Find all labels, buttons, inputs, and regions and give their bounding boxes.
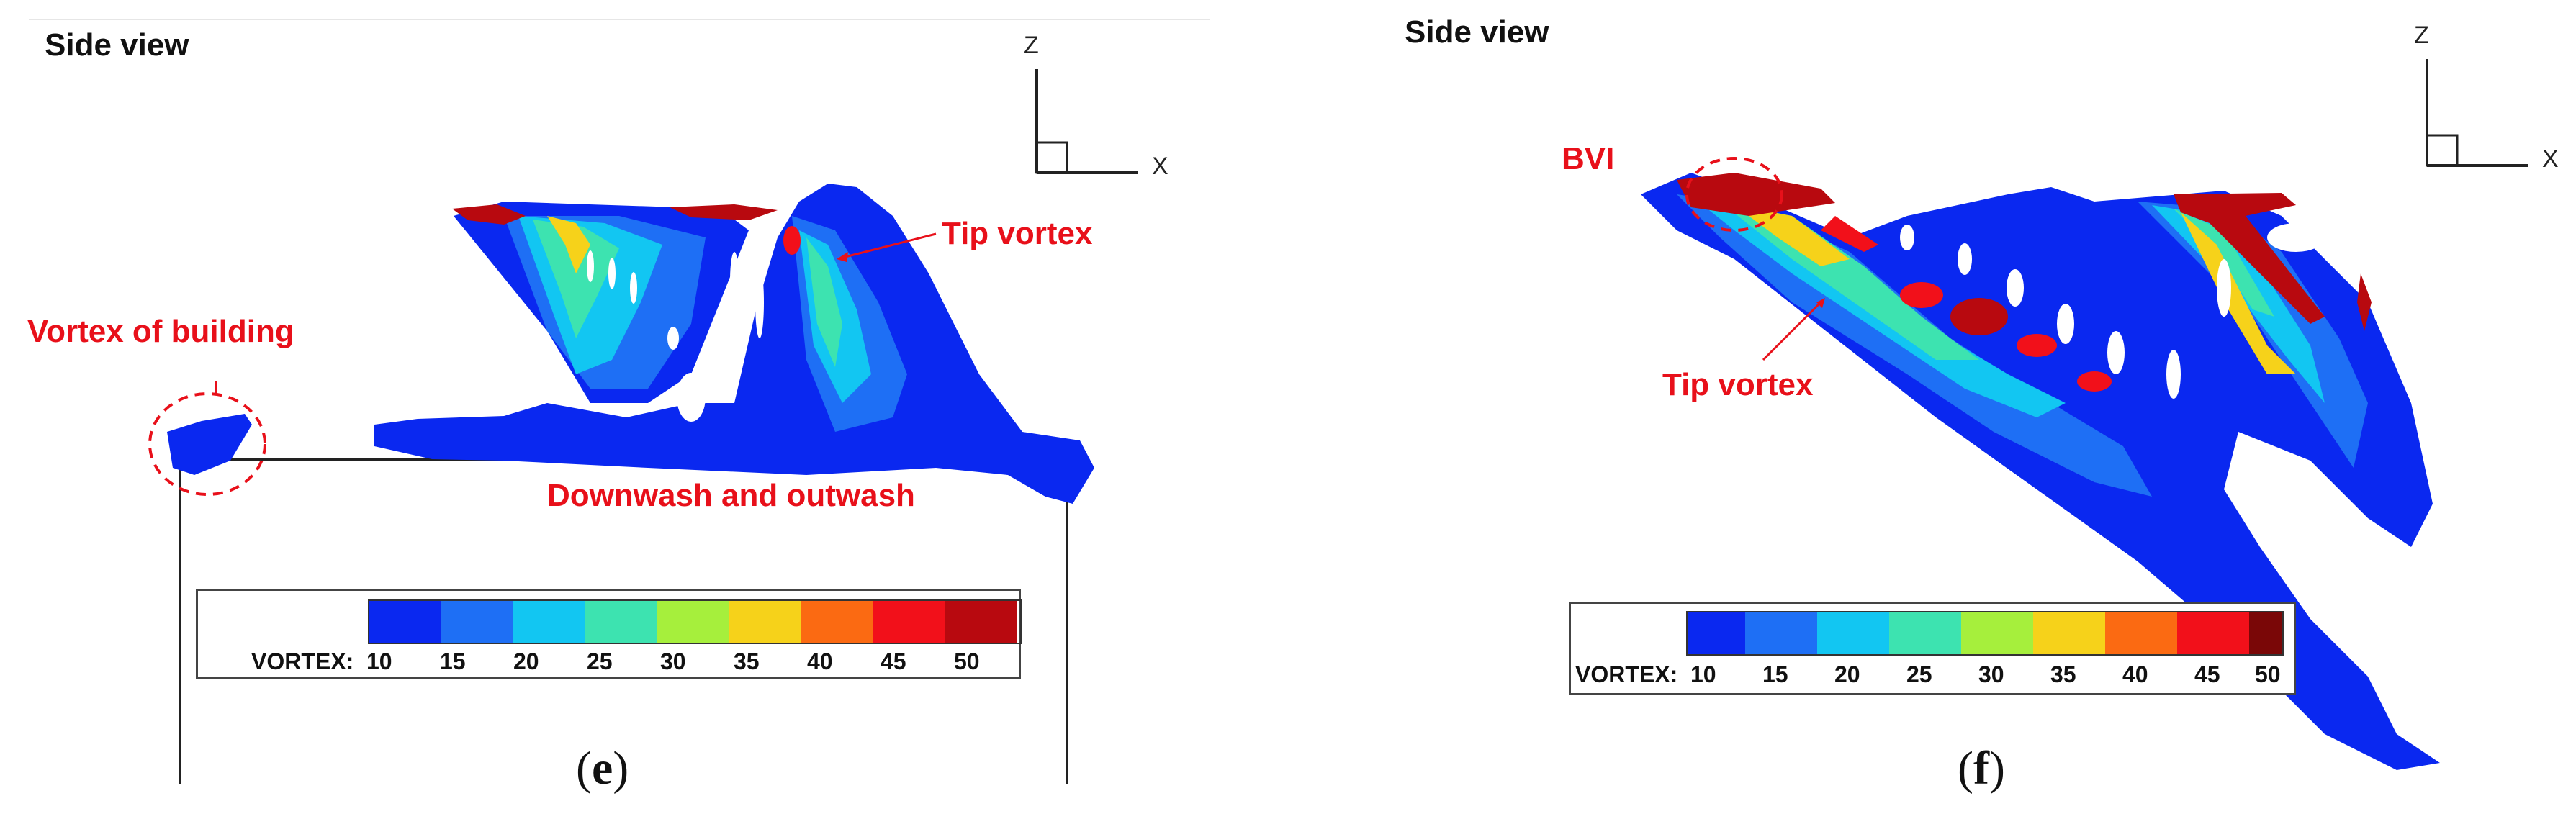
tick: 20 [513,648,539,674]
tick: 50 [2255,661,2281,687]
axis-triad [1035,69,1138,174]
tick: 45 [881,648,906,674]
colorbar-legend: VORTEX: 10 15 20 25 30 35 40 45 50 [196,589,1022,679]
caption-f: (f) [1958,742,2005,795]
tick: 35 [734,648,760,674]
colorbar-label: VORTEX: [251,648,354,674]
caption-e: (e) [576,742,629,795]
axis-x-label: X [1152,153,1168,180]
panel-e: Side view [27,19,1210,795]
panel-title: Side view [45,27,189,63]
axis-z-label: Z [2414,22,2429,49]
panel-f: Side view [1288,0,2576,819]
wake-outer [374,184,1094,504]
annotation-bvi: BVI [1562,141,1615,176]
tip-vortex-arrow [1762,301,1822,361]
panel-title: Side view [1405,14,1549,50]
tick: 15 [440,648,466,674]
top-rule [29,19,1210,20]
vortex-field-e [148,69,1138,784]
colorbar-label: VORTEX: [1575,661,1678,687]
tick: 50 [954,648,980,674]
building-vortex-highlight [148,392,266,496]
tick: 40 [2122,661,2148,687]
annotation-vortex-of-building: Vortex of building [27,314,294,349]
axis-x-label: X [2542,145,2559,173]
bvi-highlight [1685,157,1783,232]
axis-z-label: Z [1024,32,1039,59]
tick: 30 [1978,661,2004,687]
tick: 10 [366,648,392,674]
colorbar-legend: VORTEX: 10 15 20 25 30 35 40 45 50 [1569,602,2296,695]
axis-triad [2426,59,2528,167]
vortex-field-f [1641,59,2528,770]
tick: 20 [1834,661,1860,687]
tick: 25 [1906,661,1932,687]
tick: 30 [660,648,686,674]
tip-vortex-arrow [842,232,937,259]
building-vortex-blob [167,414,252,475]
colorbar [368,599,1022,644]
tick: 40 [807,648,833,674]
tick: 25 [587,648,613,674]
tick: 35 [2050,661,2076,687]
annotation-tip-vortex: Tip vortex [942,216,1093,251]
annotation-downwash-outwash: Downwash and outwash [547,478,915,513]
annotation-tip-vortex: Tip vortex [1662,367,1814,402]
tick: 10 [1690,661,1716,687]
colorbar [1686,611,2284,656]
tick: 15 [1762,661,1788,687]
tick: 45 [2194,661,2220,687]
